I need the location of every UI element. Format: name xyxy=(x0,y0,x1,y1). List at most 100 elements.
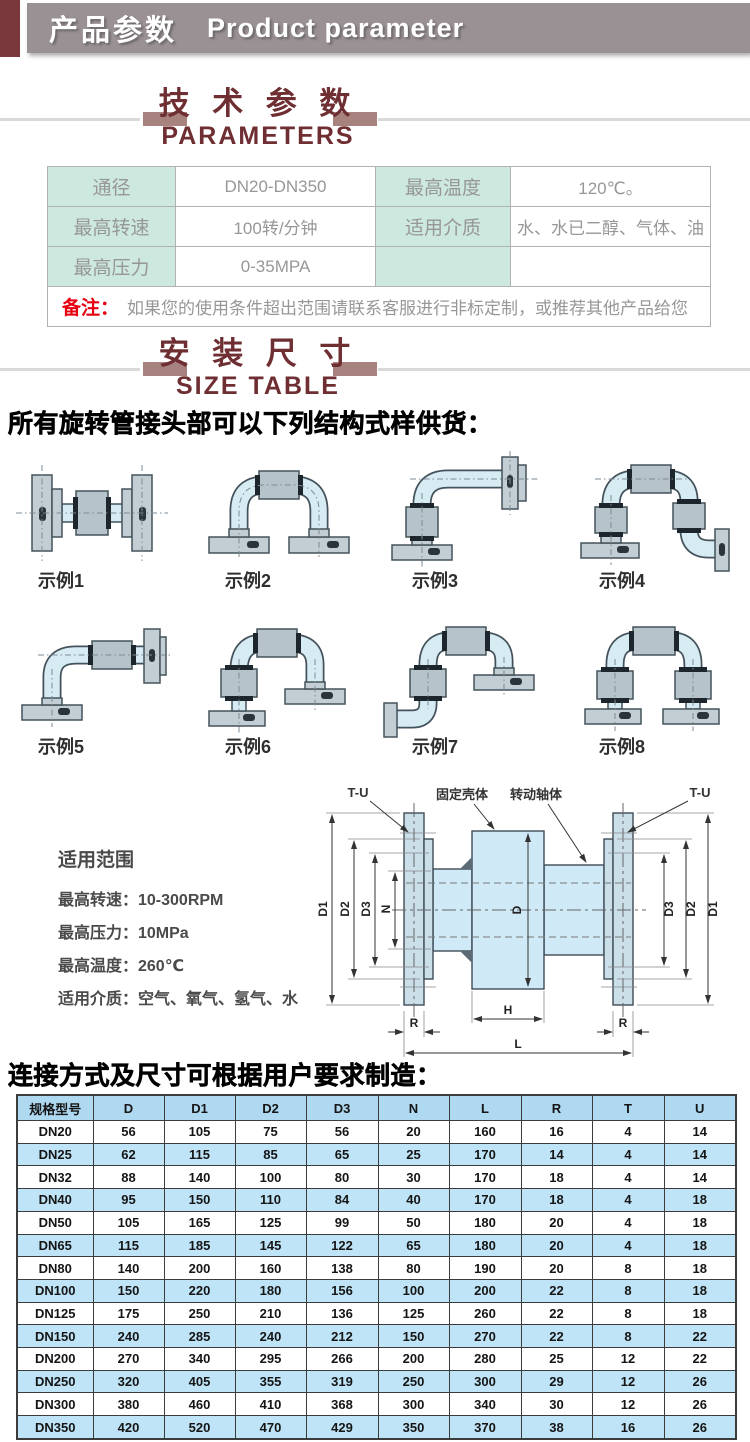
dimension-cell: 138 xyxy=(305,1256,379,1280)
dimension-cell: 18 xyxy=(520,1165,593,1190)
decor-rect xyxy=(143,112,187,126)
dimension-cell: 300 xyxy=(448,1369,522,1394)
spec-model-cell: DN50 xyxy=(16,1210,94,1235)
spec-model-cell: DN32 xyxy=(16,1165,94,1190)
dimension-cell: 20 xyxy=(520,1210,593,1235)
col-header: D3 xyxy=(305,1094,379,1121)
dimension-cell: 80 xyxy=(377,1256,450,1280)
dimension-cell: 165 xyxy=(163,1210,236,1235)
table-row: 最高转速 100转/分钟 适用介质 水、水已二醇、气体、油 xyxy=(47,206,711,247)
dimension-cell: 12 xyxy=(591,1392,665,1417)
dimension-cell: 200 xyxy=(163,1256,236,1280)
section-title-zh: 技 术 参 数 xyxy=(158,86,358,121)
dimension-cell: 29 xyxy=(520,1369,593,1394)
dimension-cell: 16 xyxy=(520,1120,593,1144)
example-label: 示例1 xyxy=(38,571,85,591)
dimension-cell: 25 xyxy=(377,1142,450,1167)
dimension-cell: 38 xyxy=(520,1415,593,1440)
dimension-cell: 4 xyxy=(591,1233,665,1258)
dimension-cell: 280 xyxy=(448,1347,522,1371)
col-header: L xyxy=(448,1094,522,1121)
banner-title-zh: 产品参数 xyxy=(49,15,178,47)
dimension-cell: 270 xyxy=(448,1324,522,1349)
dimension-cell: 340 xyxy=(163,1347,236,1371)
param-label: 最高转速 xyxy=(47,206,176,247)
dimension-cell: 18 xyxy=(663,1233,737,1258)
dimension-cell: 18 xyxy=(663,1278,737,1303)
scope-line: 最高温度：260℃ xyxy=(58,958,185,975)
table-header-row: 规格型号 D D1 D2 D3 N L R T U xyxy=(16,1094,737,1121)
dim-label-d3: D3 xyxy=(359,901,373,917)
dimension-cell: 156 xyxy=(305,1278,379,1303)
dim-label-h: H xyxy=(504,1003,513,1017)
table-row: 备注： 如果您的使用条件超出范围请联系客服进行非标定制，或推荐其他产品给您 xyxy=(47,286,711,327)
dim-label-r: R xyxy=(410,1016,419,1030)
dimension-cell: 212 xyxy=(305,1324,379,1349)
spec-model-cell: DN40 xyxy=(16,1188,94,1212)
note-text: 如果您的使用条件超出范围请联系客服进行非标定制，或推荐其他产品给您 xyxy=(127,299,689,318)
dimension-cell: 150 xyxy=(163,1188,236,1212)
example-cell-5: 示例5 xyxy=(0,609,187,775)
dim-label-d2: D2 xyxy=(338,901,352,917)
spec-model-cell: DN65 xyxy=(16,1233,94,1258)
dimension-cell: 115 xyxy=(163,1142,236,1167)
dimension-cell: 340 xyxy=(448,1392,522,1417)
dimension-cell: 140 xyxy=(163,1165,236,1190)
application-scope: 适用范围 最高转速：10-300RPM 最高压力：10MPa 最高温度：260℃… xyxy=(58,845,298,1016)
dimension-cell: 150 xyxy=(92,1278,165,1303)
param-value: 水、水已二醇、气体、油 xyxy=(510,206,711,247)
dimension-cell: 319 xyxy=(305,1369,379,1394)
banner-title-en: Product parameter xyxy=(207,12,465,43)
dimension-cell: 125 xyxy=(234,1210,307,1235)
col-header: D xyxy=(92,1094,165,1121)
dimension-cell: 250 xyxy=(377,1369,450,1394)
example-cell-6: 示例6 xyxy=(187,609,374,775)
dimension-cell: 4 xyxy=(591,1142,665,1167)
dimension-cell: 200 xyxy=(448,1278,522,1303)
example-cell-3: 示例3 xyxy=(374,443,561,609)
spec-model-cell: DN150 xyxy=(16,1324,94,1349)
dimension-cell: 285 xyxy=(163,1324,236,1349)
dimension-cell: 56 xyxy=(305,1120,379,1144)
param-label: 最高压力 xyxy=(47,246,176,287)
dim-label-d1: D1 xyxy=(706,901,720,917)
dimension-cell: 266 xyxy=(305,1347,379,1371)
dimension-cell: 370 xyxy=(448,1415,522,1440)
dimension-cell: 30 xyxy=(377,1165,450,1190)
example-figure-3-elbow-joint-icon xyxy=(391,451,538,567)
col-header: R xyxy=(520,1094,593,1121)
callout-tu-left: T-U xyxy=(348,785,369,800)
example-cell-4: 示例4 xyxy=(561,443,748,609)
table-row: 通径 DN20-DN350 最高温度 120℃。 xyxy=(47,166,711,207)
spec-model-cell: DN100 xyxy=(16,1278,94,1303)
note-label: 备注： xyxy=(62,298,120,319)
dim-label-n: N xyxy=(379,905,393,914)
dimension-cell: 18 xyxy=(663,1256,737,1280)
dimension-cell: 20 xyxy=(520,1233,593,1258)
divider-line xyxy=(378,368,750,371)
scope-line: 最高压力：10MPa xyxy=(58,925,189,942)
dimension-cell: 26 xyxy=(663,1415,737,1440)
example-cell-2: 示例2 xyxy=(187,443,374,609)
spec-model-cell: DN25 xyxy=(16,1142,94,1167)
callout-rotating-shaft: 转动轴体 xyxy=(510,787,563,802)
example-figure-5-elbow-horizontal-joint-icon xyxy=(21,628,170,727)
param-label: 最高温度 xyxy=(375,166,511,207)
spec-model-cell: DN20 xyxy=(16,1120,94,1144)
dimension-cell: 26 xyxy=(663,1369,737,1394)
param-label xyxy=(375,246,511,287)
dimension-cell: 429 xyxy=(305,1415,379,1440)
param-value: 0-35MPA xyxy=(175,246,376,287)
dimension-cell: 125 xyxy=(377,1301,450,1326)
dimension-cell: 50 xyxy=(377,1210,450,1235)
col-header: 规格型号 xyxy=(16,1094,94,1121)
dimension-cell: 12 xyxy=(591,1347,665,1371)
spec-model-cell: DN80 xyxy=(16,1256,94,1280)
dimension-cell: 65 xyxy=(377,1233,450,1258)
